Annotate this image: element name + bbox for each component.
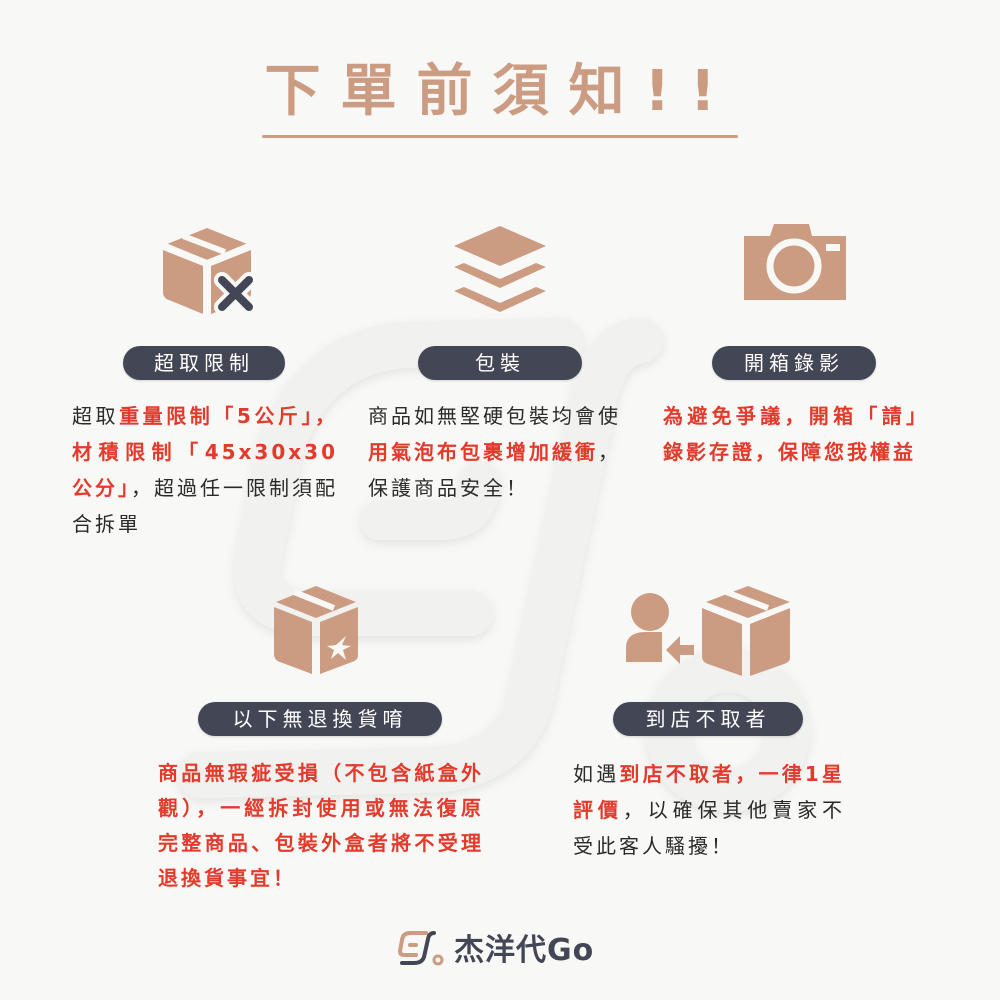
label-no-returns: 以下無退換貨唷	[198, 702, 442, 736]
box-with-x-icon	[162, 228, 257, 315]
packaging-text: 商品如無堅硬包裝均會使用氣泡布包裹增加緩衝，保護商品安全！	[368, 398, 640, 506]
pickup-limit-text: 超取重量限制「5公斤」，材積限制「45x30x30公分」，超過任一限制須配合拆單	[72, 398, 338, 542]
no-pickup-text: 如遇到店不取者，一律1星評價，以確保其他賣家不受此客人騷擾！	[573, 756, 845, 864]
title-underline	[262, 135, 738, 138]
text-highlight: 用氣泡布包裹增加緩衝	[368, 440, 598, 464]
label-pickup-limit: 超取限制	[123, 346, 285, 380]
text-highlight: 到店不取者，一律1星評價	[573, 762, 846, 822]
text-normal: ，保護商品安全！	[368, 440, 621, 500]
text-highlight: 重量限制「5公斤」，材積限制「45x30x30公分」	[72, 404, 338, 500]
text-highlight: 為避免爭議，開箱「請」錄影存證，保障您我權益	[663, 404, 929, 464]
text-normal: ，超過任一限制須配合拆單	[72, 476, 338, 536]
box-with-star-icon	[274, 586, 358, 674]
layers-icon	[454, 226, 546, 312]
person-return-box-icon	[626, 586, 790, 676]
brand-logo-icon	[398, 931, 444, 966]
label-packaging: 包裝	[418, 346, 582, 380]
text-highlight: 商品無瑕疵受損（不包含紙盒外觀），一經拆封使用或無法復原完整商品、包裝外盒者將不…	[158, 761, 484, 890]
page-title: 下單前須知!!	[264, 59, 736, 124]
unboxing-video-text: 為避免爭議，開箱「請」錄影存證，保障您我權益	[663, 398, 929, 470]
camera-icon	[744, 224, 846, 300]
brand-footer: 杰洋代Go	[398, 925, 594, 969]
label-no-pickup: 到店不取者	[613, 702, 803, 736]
text-normal: ，以確保其他賣家不受此客人騷擾！	[573, 798, 846, 858]
brand-name: 杰洋代Go	[454, 933, 595, 968]
no-returns-text: 商品無瑕疵受損（不包含紙盒外觀），一經拆封使用或無法復原完整商品、包裝外盒者將不…	[158, 756, 484, 896]
text-normal: 超取	[72, 404, 120, 428]
label-unboxing-video: 開箱錄影	[712, 346, 876, 380]
text-normal: 如遇	[573, 762, 620, 786]
text-normal: 商品如無堅硬包裝均會使	[368, 404, 621, 428]
